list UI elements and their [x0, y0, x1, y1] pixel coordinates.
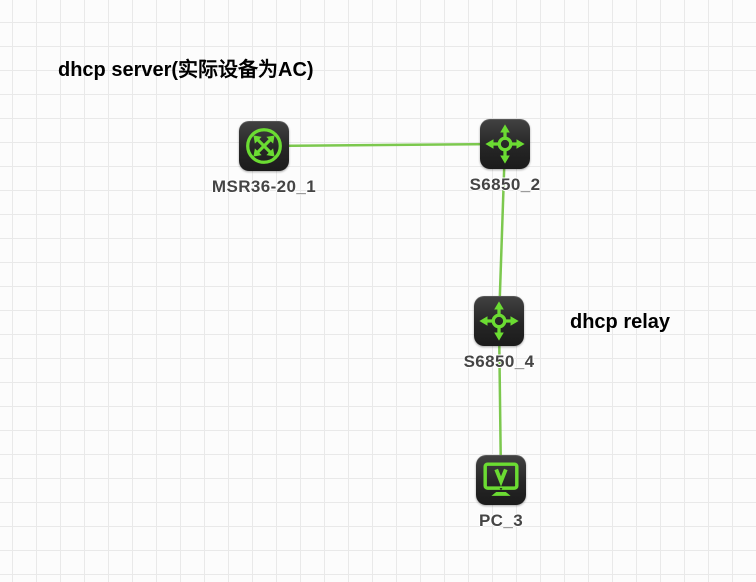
- link-s6850-2-s6850-4[interactable]: [497, 143, 507, 322]
- dhcp-relay-note[interactable]: dhcp relay: [570, 311, 671, 333]
- node-s6850-2[interactable]: S6850_2: [470, 119, 540, 195]
- node-label: MSR36-20_1: [211, 177, 317, 196]
- link-msr36-20-1-s6850-2[interactable]: [263, 142, 506, 148]
- switch-icon: [474, 296, 524, 346]
- node-pc-3[interactable]: PC_3: [476, 455, 526, 531]
- node-msr36-20-1[interactable]: MSR36-20_1: [212, 121, 316, 197]
- node-s6850-4[interactable]: S6850_4: [464, 296, 534, 372]
- node-label: S6850_4: [463, 352, 535, 371]
- pc-icon: [476, 455, 526, 505]
- node-label: PC_3: [478, 511, 524, 530]
- node-label: S6850_2: [469, 175, 541, 194]
- link-s6850-4-pc-3[interactable]: [497, 320, 503, 481]
- dhcp-server-note[interactable]: dhcp server(实际设备为AC): [58, 59, 314, 81]
- router-icon: [239, 121, 289, 171]
- switch-icon: [480, 119, 530, 169]
